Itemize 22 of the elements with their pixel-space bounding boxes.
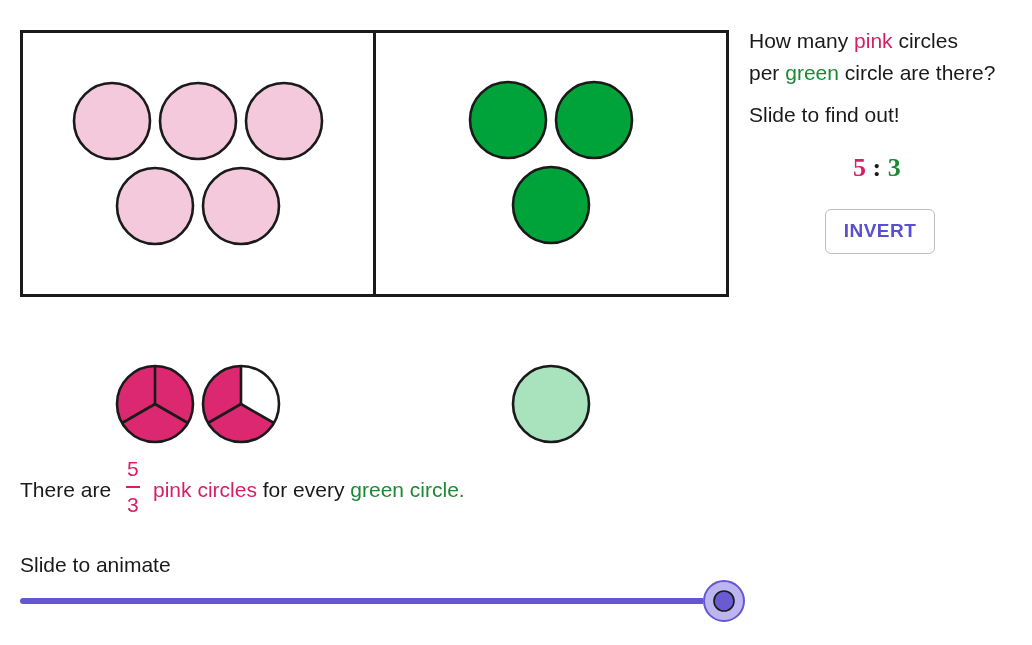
- counter-circle: [554, 80, 634, 160]
- counter-circle: [158, 81, 238, 161]
- counter-circle: [511, 165, 591, 245]
- sentence-text: There are: [20, 477, 112, 503]
- panel-frame: [373, 30, 729, 297]
- instruction-text: Slide to find out!: [749, 102, 900, 128]
- counter-circle: [201, 166, 281, 246]
- counter-circle: [468, 80, 548, 160]
- fraction-pie: [201, 364, 281, 444]
- question-text: How many pink circles per green circle are there?: [749, 28, 996, 86]
- counter-circle: [115, 166, 195, 246]
- fraction-numerator: 5: [127, 456, 139, 482]
- invert-button: INVERT: [825, 209, 935, 254]
- fraction-denominator: 3: [127, 492, 139, 518]
- counter-circle: [511, 364, 591, 444]
- ratio-text: 5 : 3: [853, 152, 901, 184]
- slider-label: Slide to animate: [20, 552, 171, 578]
- counter-circle: [72, 81, 152, 161]
- fraction-pie: [115, 364, 195, 444]
- panel-frame: [20, 30, 376, 297]
- sentence-text: pink circles for every green circle.: [153, 477, 465, 503]
- counter-circle: [244, 81, 324, 161]
